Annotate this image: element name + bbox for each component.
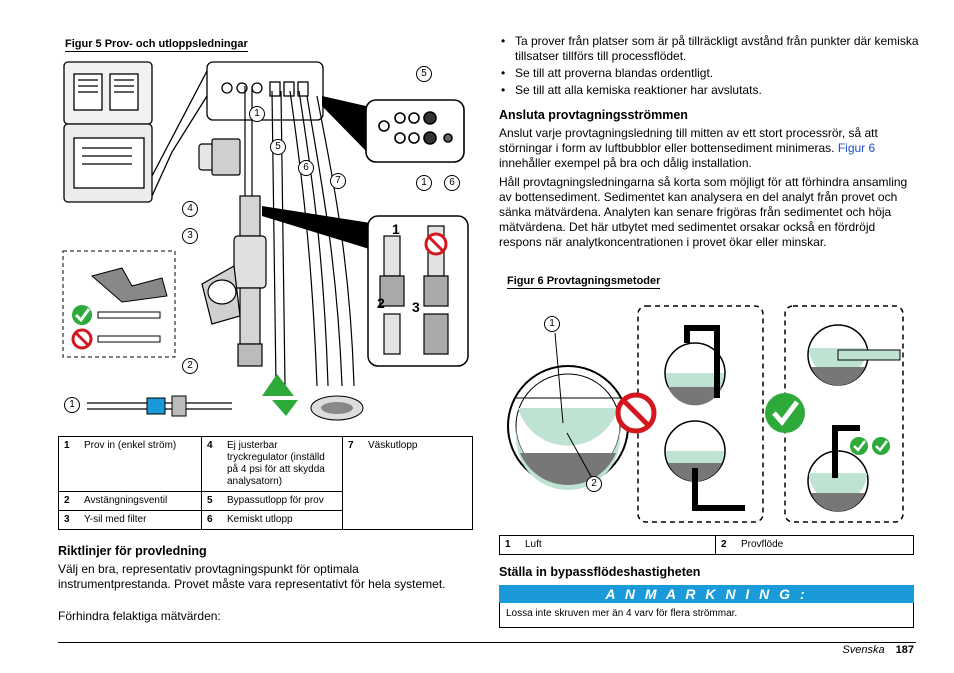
callout-4: 4	[182, 201, 198, 217]
legend-text: Ej justerbar tryckregulator (inställd på…	[222, 436, 343, 492]
legend-row: 3 Y-sil med filter 6 Kemiskt utlopp	[58, 510, 473, 530]
legend-num: 1	[499, 535, 520, 555]
figure6-legend: 1 Luft 2 Provflöde	[499, 535, 914, 555]
legend-num: 6	[201, 510, 222, 530]
legend-text: Bypassutlopp för prov	[222, 491, 343, 511]
page-number: 187	[895, 644, 914, 656]
callout-6: 6	[298, 160, 314, 176]
list-item: Se till att proverna blandas ordentligt.	[499, 66, 919, 81]
legend-num: 1	[58, 436, 79, 492]
list-item: Se till att alla kemiska reaktioner har …	[499, 83, 919, 98]
legend-text: Kemiskt utlopp	[222, 510, 343, 530]
bullet-list: Ta prover från platser som är på tillräc…	[499, 34, 919, 100]
legend-row: 1 Prov in (enkel ström) 4 Ej justerbar t…	[58, 436, 473, 530]
legend-num: 4	[201, 436, 222, 492]
section-heading-bypass: Ställa in bypassflödeshastigheten	[499, 565, 701, 579]
legend-text: Väskutlopp	[363, 436, 473, 530]
section-heading-ansluta: Ansluta provtagningsströmmen	[499, 108, 688, 122]
callout-2: 2	[182, 358, 198, 374]
callout-7: 7	[330, 173, 346, 189]
svg-text:3: 3	[412, 299, 420, 315]
note-title: A N M A R K N I N G :	[499, 585, 914, 603]
legend-text: Avstängningsventil	[79, 491, 202, 511]
callout-3: 3	[182, 228, 198, 244]
figure6-caption: Figur 6 Provtagningsmetoder	[507, 275, 661, 289]
callout-1c: 1	[416, 175, 432, 191]
paragraph-text: Anslut varje provtagningsledning till mi…	[499, 126, 878, 155]
paragraph-forhindra: Förhindra felaktiga mätvärden:	[58, 609, 221, 623]
legend-row: 1 Luft 2 Provflöde	[499, 535, 914, 555]
figure6-link[interactable]: Figur 6	[837, 141, 876, 155]
legend-num: 3	[58, 510, 79, 530]
figure6-illustration	[505, 303, 915, 525]
section-heading-provledning: Riktlinjer för provledning	[58, 544, 207, 558]
figure5-caption: Figur 5 Prov- och utloppsledningar	[65, 38, 248, 52]
figure5-illustration: 1 2 3	[62, 56, 471, 432]
legend-num: 7	[342, 436, 363, 530]
legend-text: Luft	[520, 535, 716, 555]
callout-6b: 6	[444, 175, 460, 191]
legend-text: Prov in (enkel ström)	[79, 436, 202, 492]
legend-num: 5	[201, 491, 222, 511]
callout-provflode: 2	[586, 476, 602, 492]
callout-luft: 1	[544, 316, 560, 332]
callout-5b: 5	[416, 66, 432, 82]
note-box: A N M A R K N I N G : Lossa inte skruven…	[499, 585, 914, 628]
paragraph-provledning: Välj en bra, representativ provtagningsp…	[58, 562, 446, 591]
legend-num: 2	[715, 535, 736, 555]
paragraph-ansluta: Anslut varje provtagningsledning till mi…	[499, 126, 919, 171]
note-text: Lossa inte skruven mer än 4 varv för fle…	[499, 603, 914, 628]
callout-5: 5	[270, 139, 286, 155]
figure5-legend: 1 Prov in (enkel ström) 4 Ej justerbar t…	[58, 436, 473, 530]
list-item: Ta prover från platser som är på tillräc…	[499, 34, 919, 64]
legend-text: Provflöde	[736, 535, 914, 555]
callout-1: 1	[249, 106, 265, 122]
legend-num: 2	[58, 491, 79, 511]
svg-text:1: 1	[392, 221, 400, 237]
svg-text:2: 2	[377, 295, 385, 311]
legend-text: Y-sil med filter	[79, 510, 202, 530]
footer-rule	[58, 642, 916, 643]
footer: Svenska 187	[842, 644, 914, 656]
footer-language: Svenska	[842, 644, 885, 656]
paragraph-sediment: Håll provtagningsledningarna så korta so…	[499, 175, 908, 249]
paragraph-text: innehåller exempel på bra och dålig inst…	[499, 156, 752, 170]
callout-1b: 1	[64, 397, 80, 413]
